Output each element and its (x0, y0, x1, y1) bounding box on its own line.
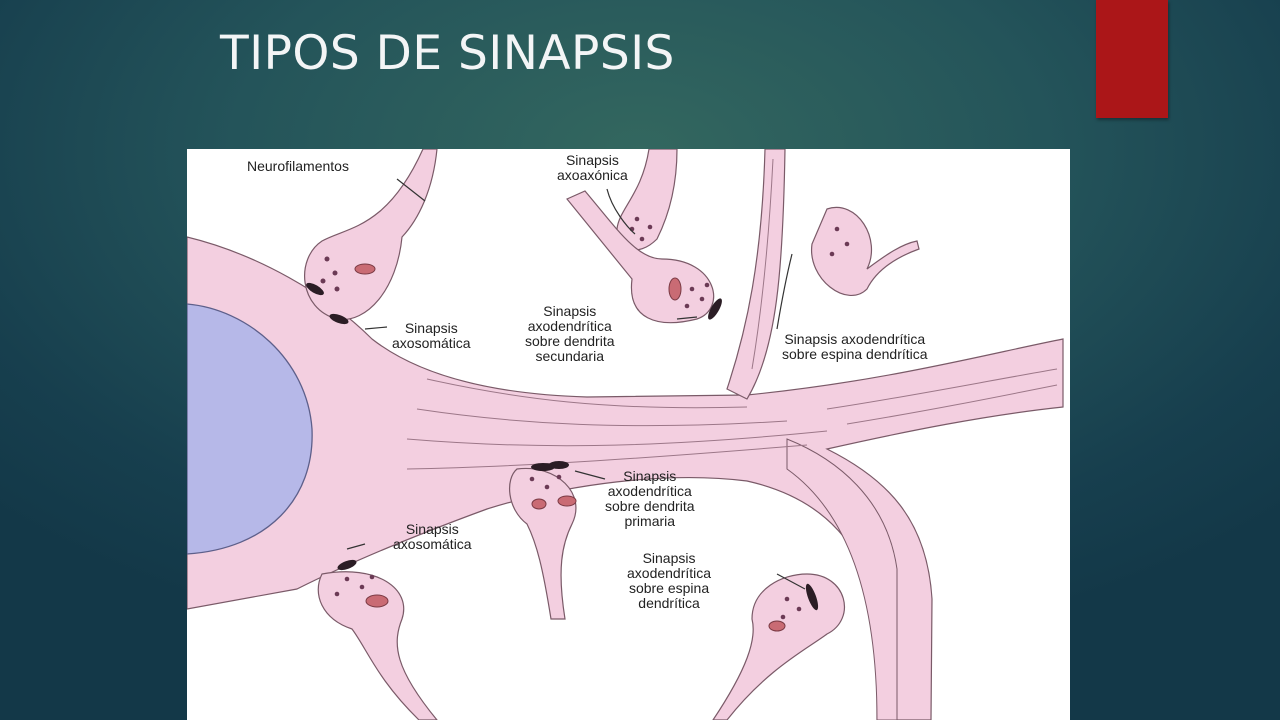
label-axodendritica-secundaria: Sinapsis axodendrítica sobre dendrita se… (525, 303, 615, 364)
label-axosomatica-bottom: Sinapsis axosomática (393, 521, 472, 552)
terminal-spine-bottom (712, 573, 845, 720)
terminal-spine-top (811, 206, 920, 296)
accent-tab (1096, 0, 1168, 118)
terminal-axosomatic-top (304, 149, 438, 321)
synaptic-vesicles (320, 216, 850, 620)
label-axoaxonica: Sinapsis axoaxónica (557, 152, 628, 183)
synapse-diagram: Neurofilamentos Sinapsis axoaxónica Sina… (187, 149, 1070, 720)
label-neurofilamentos: Neurofilamentos (247, 158, 349, 174)
label-axodendritica-espina-bottom: Sinapsis axodendrítica sobre espina dend… (627, 550, 712, 611)
dendrite-branch (786, 438, 898, 720)
neuron-illustration (187, 149, 1064, 720)
neurofibril-lines (406, 158, 1058, 470)
label-axosomatica-top: Sinapsis axosomática (392, 320, 471, 351)
secondary-dendrite (726, 149, 786, 400)
terminal-primary (509, 467, 577, 620)
mitochondria (354, 263, 786, 632)
synaptic-densities (306, 282, 819, 611)
label-arrows (346, 178, 806, 590)
label-axodendritica-primaria: Sinapsis axodendrítica sobre dendrita pr… (605, 468, 695, 529)
slide-title: TIPOS DE SINAPSIS (220, 26, 675, 81)
label-axodendritica-espina-top: Sinapsis axodendrítica sobre espina dend… (782, 331, 928, 362)
nucleus (187, 303, 313, 555)
